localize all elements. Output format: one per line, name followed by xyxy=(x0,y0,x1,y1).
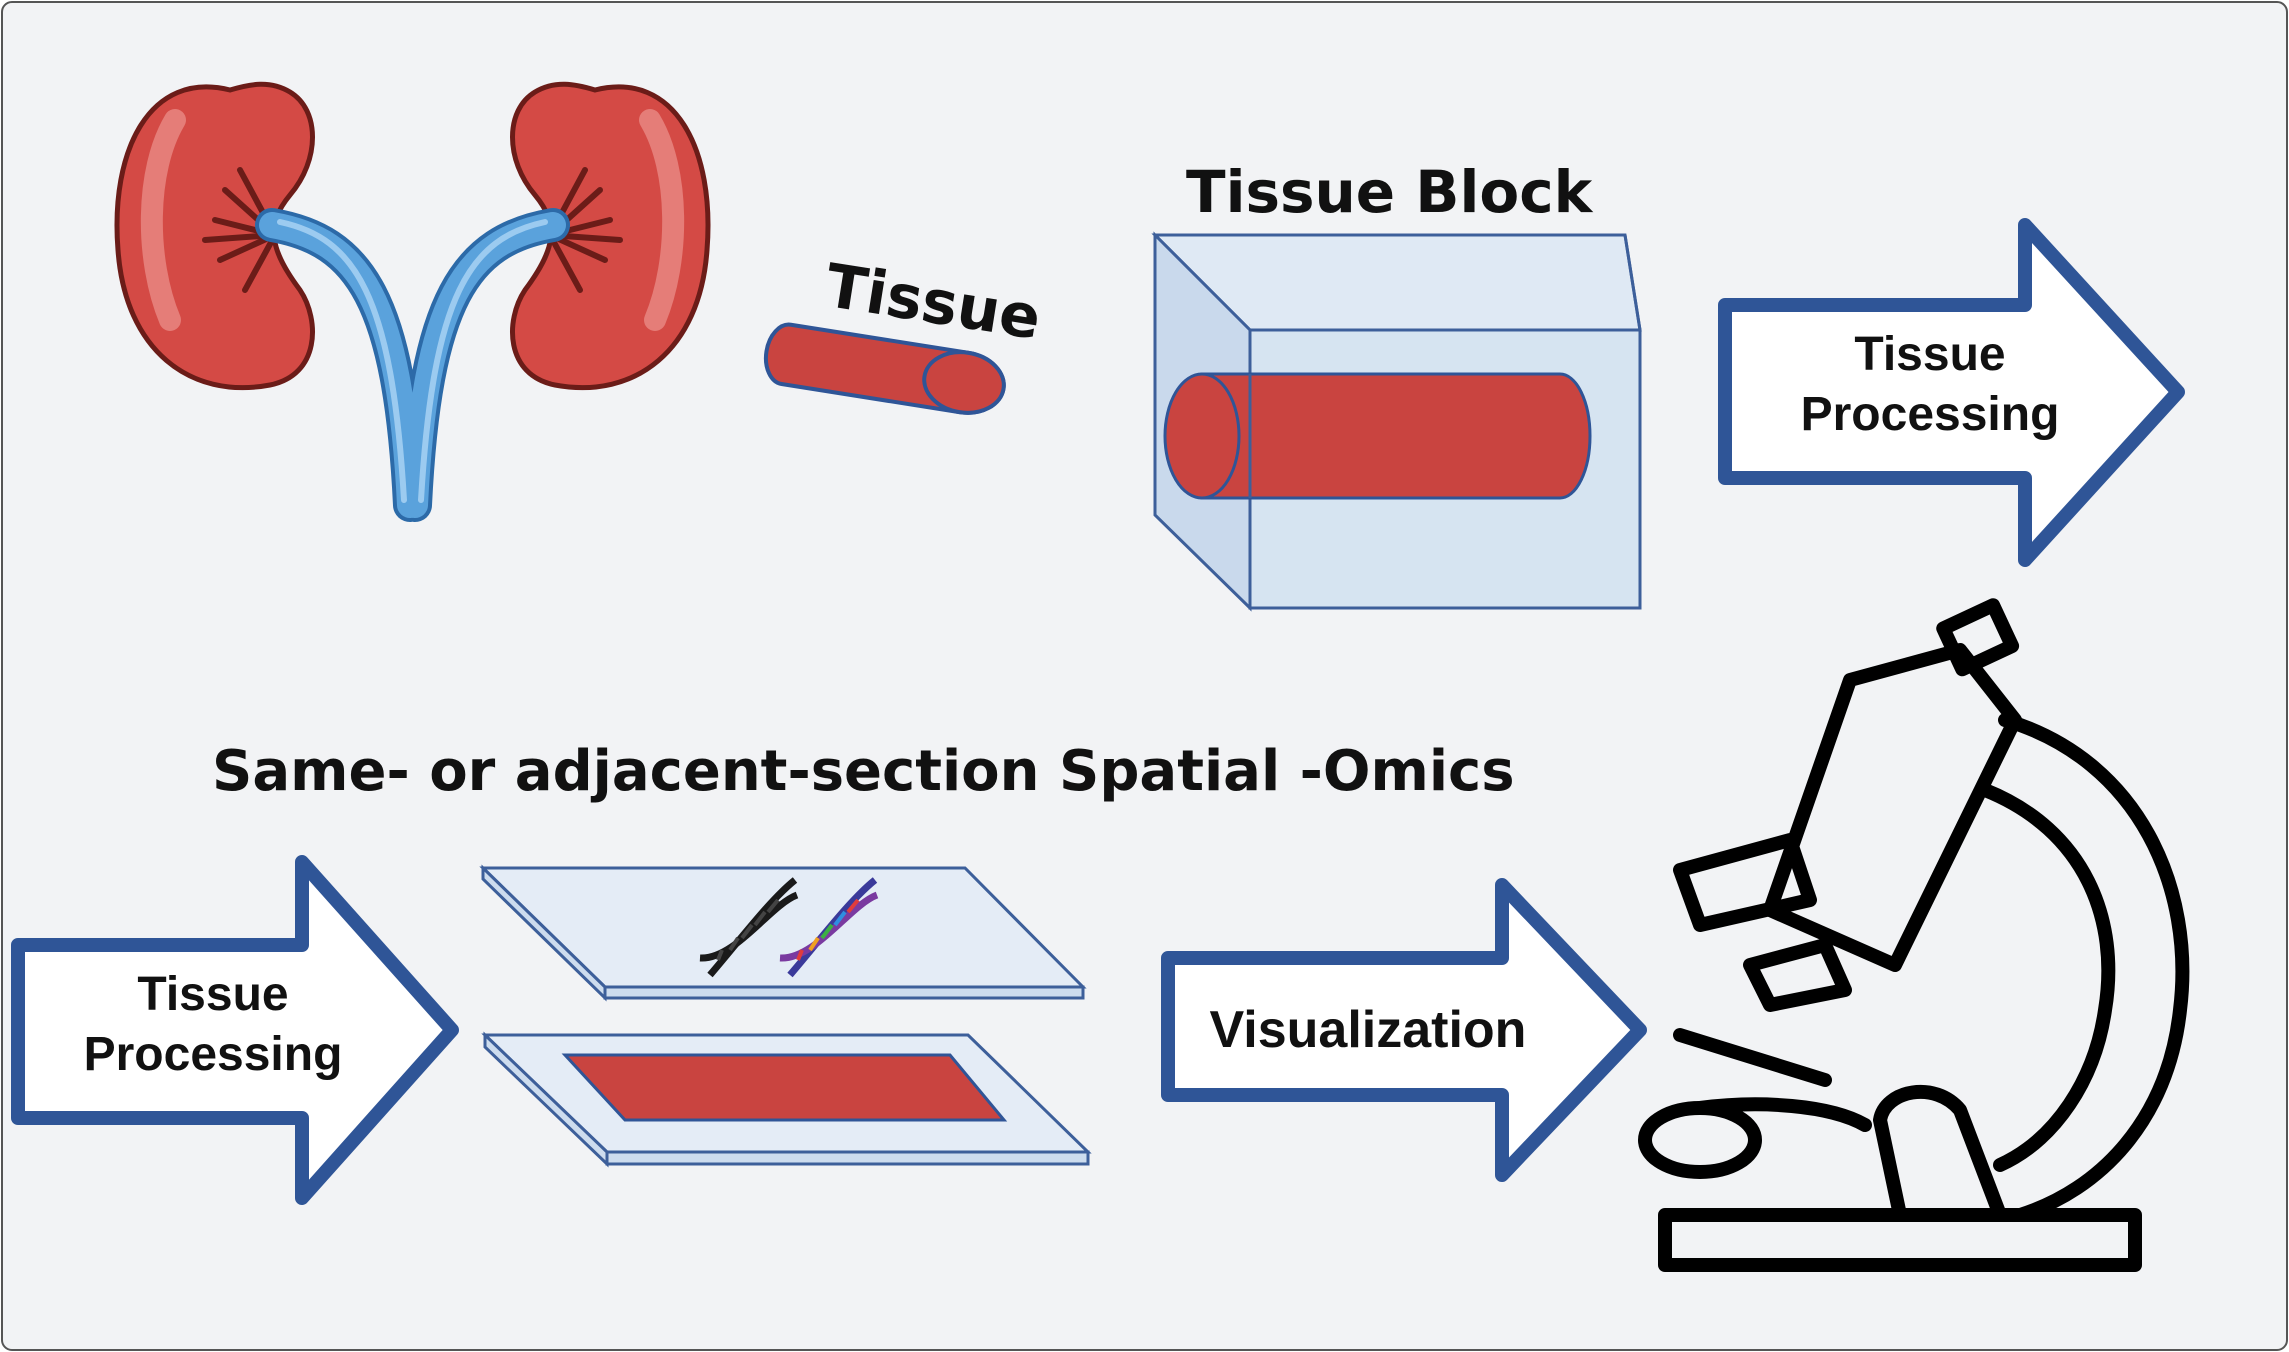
tissue-processing-bottom-line2: Processing xyxy=(84,1028,343,1081)
dna-icon xyxy=(699,877,879,978)
tissue-processing-arrow-top: Tissue Processing xyxy=(1718,218,2185,567)
visualization-arrow: Visualization xyxy=(1161,878,1647,1182)
tissue-processing-bottom-line1: Tissue xyxy=(137,968,288,1021)
tissue-block-label: Tissue Block xyxy=(1186,158,1594,226)
kidneys-icon xyxy=(114,81,711,522)
tissue-processing-top-line1: Tissue xyxy=(1854,328,2005,381)
tissue-processing-arrow-bottom: Tissue Processing xyxy=(11,855,459,1205)
tissue-block-icon xyxy=(1151,231,1642,612)
section-title: Same- or adjacent-section Spatial -Omics xyxy=(212,739,1515,804)
tissue-core-icon xyxy=(763,322,1006,415)
glass-slides-icon xyxy=(479,864,1092,1168)
microscope-icon xyxy=(1638,598,2190,1272)
visualization-label: Visualization xyxy=(1210,1001,1527,1059)
tissue-processing-top-line2: Processing xyxy=(1801,388,2060,441)
